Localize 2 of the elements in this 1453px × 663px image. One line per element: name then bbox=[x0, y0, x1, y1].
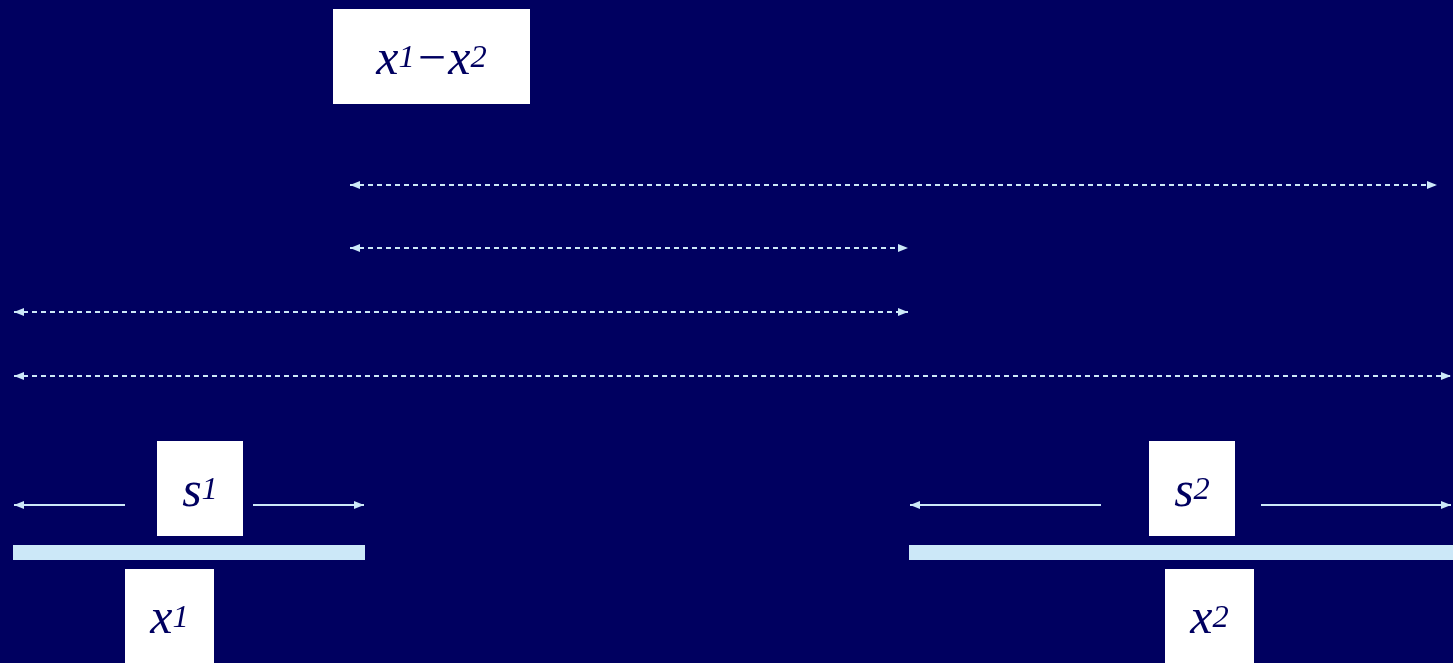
slit-bar bbox=[13, 545, 365, 560]
slit-bar bbox=[909, 545, 1453, 560]
